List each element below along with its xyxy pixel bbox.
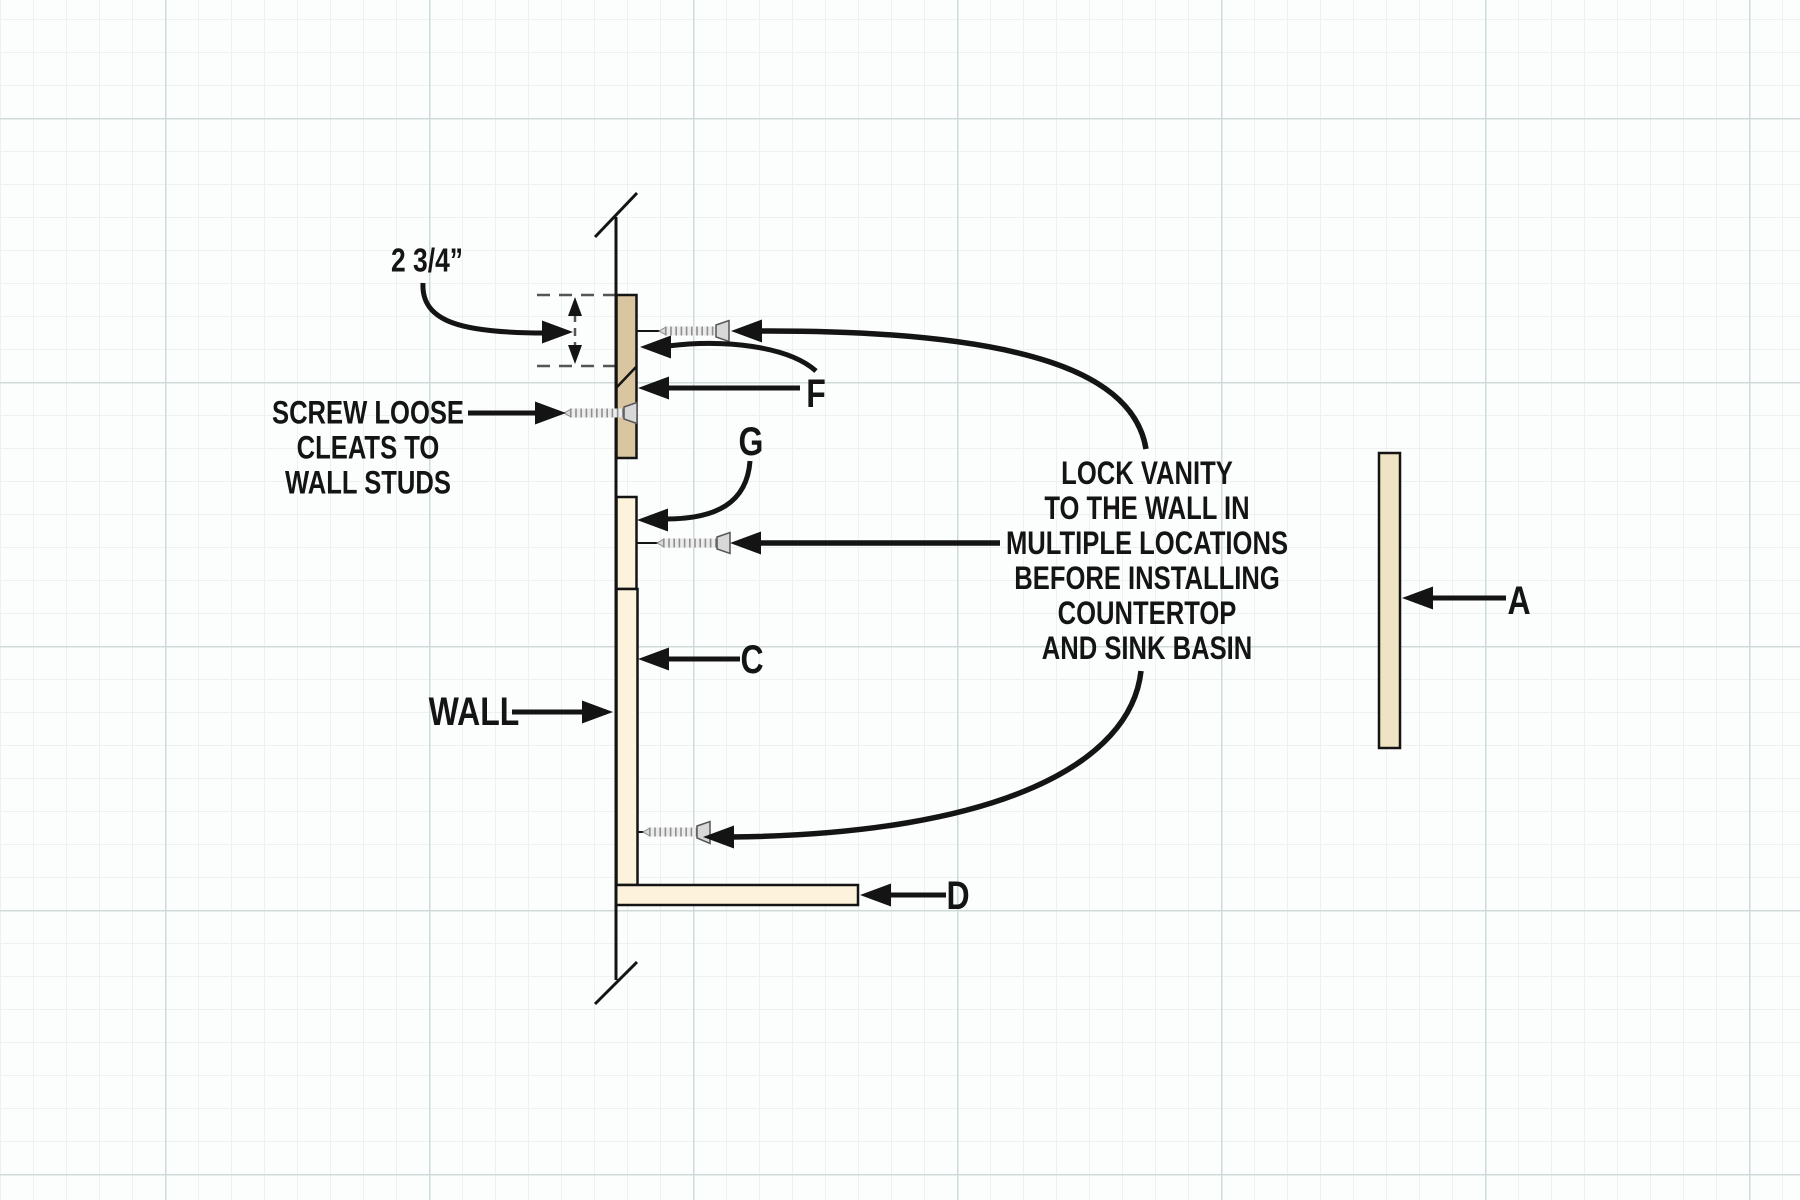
dimension-pointer-arrow (420, 282, 573, 344)
lock-note-line: LOCK VANITY (1061, 455, 1233, 491)
cabinet-back-c-board (615, 587, 639, 887)
dimension-dashed-lines (537, 293, 616, 368)
screw-mid-cleat (637, 531, 731, 555)
lock-note-arrow-bottom (703, 670, 1144, 849)
wall-break-bottom-icon (593, 960, 639, 1006)
part-f-arrow-lower (638, 376, 800, 400)
wall-line (593, 191, 639, 1006)
side-panel-a-board (1377, 451, 1402, 750)
screw-note: SCREW LOOSE CLEATS TO WALL STUDS (271, 394, 465, 501)
cleat-bevel-cut (616, 366, 637, 388)
lock-note-arrow-middle (730, 531, 1000, 555)
part-a-arrow (1402, 586, 1506, 610)
screw-loose-cleat (562, 401, 638, 425)
screw-top-cleat (637, 319, 730, 343)
screw-note-line: SCREW LOOSE (271, 394, 465, 431)
part-g-label: G (738, 420, 764, 464)
wall-label: WALL (428, 690, 520, 734)
dimension-arrow-down-icon (568, 345, 582, 364)
dimension-label: 2 3/4” (391, 241, 463, 279)
wall-label-arrow (512, 700, 613, 724)
lock-note-line: BEFORE INSTALLING (1014, 560, 1280, 596)
lock-note-line: TO THE WALL IN (1044, 490, 1250, 526)
part-c-arrow (638, 647, 740, 671)
screw-lower-panel (637, 820, 711, 845)
lock-note-line: MULTIPLE LOCATIONS (1005, 525, 1289, 561)
cabinet-bottom-d-board (614, 883, 860, 907)
screw-note-line: WALL STUDS (285, 464, 451, 501)
lock-note-line: AND SINK BASIN (1041, 630, 1253, 666)
part-d-label: D (946, 874, 970, 918)
part-d-arrow (860, 883, 946, 907)
part-c-label: C (740, 638, 764, 682)
lock-note-arrow-top (731, 319, 1149, 450)
lock-note-line: COUNTERTOP (1057, 595, 1237, 631)
lock-note: LOCK VANITY TO THE WALL IN MULTIPLE LOCA… (1006, 456, 1288, 666)
part-f-arrow-upper (640, 335, 818, 373)
part-f-label: F (806, 372, 826, 416)
dimension-arrow-up-icon (568, 297, 582, 316)
screw-note-arrow (468, 401, 566, 425)
cleat-g-board (615, 495, 638, 591)
screw-note-line: CLEATS TO (296, 429, 440, 466)
part-a-label: A (1507, 579, 1531, 623)
part-g-arrow (637, 460, 753, 532)
wall-break-top-icon (593, 191, 639, 239)
